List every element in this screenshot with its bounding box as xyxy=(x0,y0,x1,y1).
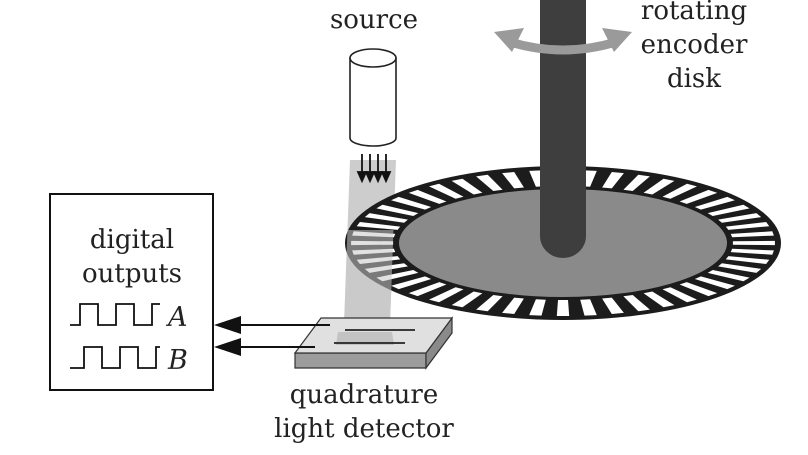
disk-slot xyxy=(707,270,750,282)
disk-slot xyxy=(679,189,718,204)
channel-b-label: B xyxy=(167,345,188,376)
light-source-label-line1: light xyxy=(343,0,404,1)
disk-slot xyxy=(725,222,770,230)
waveform-a-icon xyxy=(70,303,160,326)
rotation-arrow-icon xyxy=(494,28,632,55)
outputs-label-line1: digital xyxy=(90,225,174,255)
disk-slot xyxy=(529,299,546,316)
disk-slot xyxy=(502,297,524,314)
encoder-shaft xyxy=(540,0,586,258)
disk-slot xyxy=(623,174,650,191)
disk-slot xyxy=(662,183,697,199)
disk-slot xyxy=(364,213,408,223)
disk-slot xyxy=(580,299,597,316)
disk-slot xyxy=(391,196,432,210)
disk-slot xyxy=(476,295,503,312)
disk-slot xyxy=(662,287,697,303)
light-spot xyxy=(336,332,394,345)
encoder-label-line3: disk xyxy=(667,64,721,94)
disk-slot xyxy=(602,172,624,189)
disk-slot xyxy=(679,282,718,297)
arrow-b-icon xyxy=(214,338,241,356)
disk-slot xyxy=(602,297,624,314)
detector-front-face xyxy=(294,352,427,369)
digital-outputs-box xyxy=(49,193,214,391)
disk-slot xyxy=(476,174,503,191)
light-source-cylinder xyxy=(349,48,397,147)
light-beam-front xyxy=(344,230,394,325)
disk-slot xyxy=(732,240,775,246)
disk-slot xyxy=(730,248,774,255)
disk-slot xyxy=(725,256,770,264)
disk-slot xyxy=(408,282,447,297)
output-wires xyxy=(214,316,330,356)
detector-label-line1: quadrature xyxy=(290,380,438,410)
encoder-label-line1: rotating xyxy=(641,0,747,26)
disk-slot xyxy=(707,204,750,216)
disk-slot xyxy=(376,204,419,216)
disk-slot xyxy=(643,291,675,308)
disk-slot xyxy=(429,287,464,303)
disk-slot xyxy=(694,196,735,210)
arrow-a-icon xyxy=(214,316,241,334)
disk-slot xyxy=(718,213,762,223)
disk-slot xyxy=(730,231,774,238)
disk-slot xyxy=(356,222,401,230)
quadrature-detector xyxy=(293,316,454,370)
disk-slot xyxy=(718,263,762,273)
channel-a-label: A xyxy=(165,302,188,333)
light-source-label-line2: source xyxy=(330,5,418,35)
light-rays-icon xyxy=(356,154,392,184)
waveform-b-icon xyxy=(70,346,160,369)
encoder-label-line2: encoder xyxy=(641,30,748,60)
disk-slot xyxy=(643,178,675,195)
outputs-label-line2: outputs xyxy=(82,259,182,289)
disk-slot xyxy=(502,172,524,189)
disk-slot xyxy=(694,276,735,290)
disk-slots xyxy=(351,170,775,316)
disk-slot xyxy=(408,189,447,204)
disk-slot xyxy=(451,178,483,195)
detector-label-line2: light detector xyxy=(274,414,454,444)
disk-slot xyxy=(556,300,570,316)
disk-slot xyxy=(451,291,483,308)
disk-slot xyxy=(623,295,650,312)
disk-slot xyxy=(429,183,464,199)
disk-slot xyxy=(391,276,432,290)
